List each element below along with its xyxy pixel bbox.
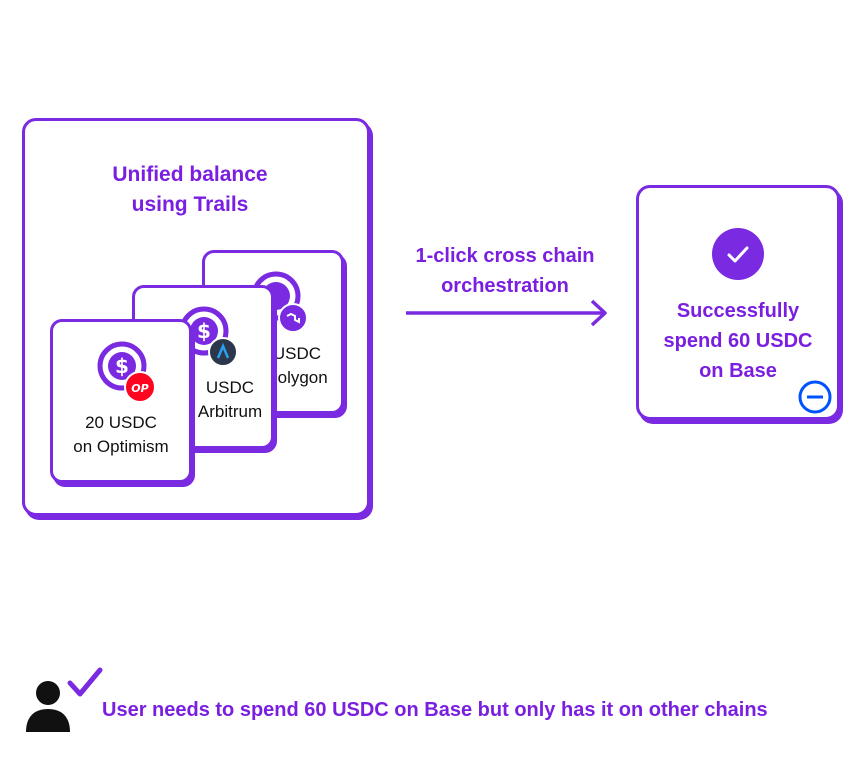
unified-balance-title: Unified balance using Trails [60,160,320,220]
base-icon [798,380,832,414]
success-line2: spend 60 USDC [663,330,813,352]
optimism-icon: OP [124,371,156,403]
user-check-icon [26,667,103,732]
polygon-amount: USDC [272,344,322,363]
success-label: Successfully spend 60 USDC on Base [640,296,836,386]
footer-caption: User needs to spend 60 USDC on Base but … [102,699,768,721]
unified-title-line2: using Trails [131,193,249,216]
checkmark-icon [712,228,764,280]
result-box [636,185,840,420]
polygon-chain: Polygon [266,368,328,387]
arbitrum-amount: USDC [205,378,255,397]
success-line3: on Base [699,360,777,382]
optimism-chain: on Optimism [73,437,169,456]
optimism-card-label: 20 USDC on Optimism [50,411,192,459]
arbitrum-icon [208,337,238,367]
optimism-badge-text: OP [131,382,148,395]
orchestration-line1: 1-click cross chain [415,245,595,267]
arbitrum-card-label: USDC Arbitrum [188,376,272,424]
svg-text:$: $ [197,319,211,343]
optimism-amount: 20 USDC [85,413,157,432]
orchestration-line2: orchestration [441,275,569,297]
polygon-icon [278,303,308,333]
svg-text:$: $ [115,354,129,378]
success-line1: Successfully [676,300,800,322]
orchestration-label: 1-click cross chain orchestration [380,241,630,301]
usdc-icon: $ [97,341,147,391]
unified-title-line1: Unified balance [112,163,268,186]
arbitrum-chain: Arbitrum [197,402,263,421]
polygon-card-label: USDC Polygon [262,342,332,390]
arrow-right-icon [406,299,607,327]
